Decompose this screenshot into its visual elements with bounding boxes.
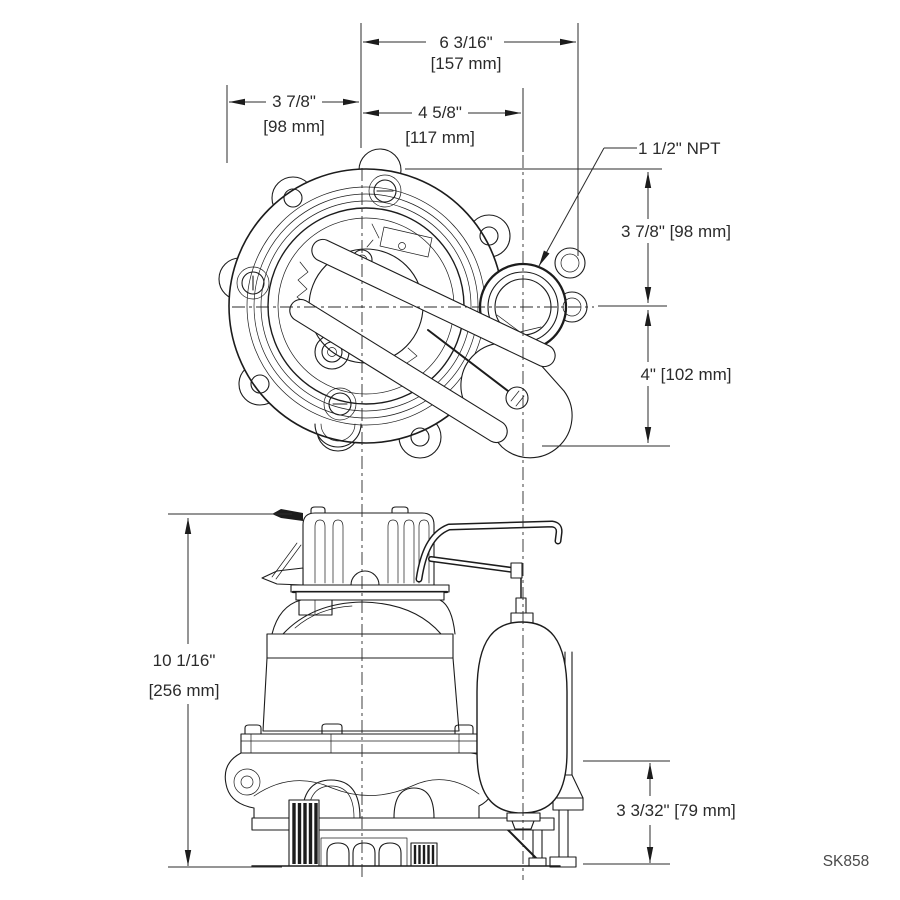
float-arm-top [289, 298, 508, 444]
float-clevis-top [505, 386, 529, 410]
dimension-annotations: 6 3/16" [157 mm] 3 7/8" [98 mm] 4 5/8" [… [149, 23, 736, 868]
dim-top-to-center: 3 7/8" [98 mm] [621, 222, 731, 241]
dim-left-width-in: 3 7/8" [272, 92, 316, 111]
centerlines [232, 155, 594, 880]
dim-overall-width-mm: [157 mm] [431, 54, 502, 73]
cover-screws [236, 174, 402, 448]
dim-base-height: 3 3/32" [79 mm] [616, 801, 735, 820]
volute [224, 723, 496, 819]
bail-handle-top [311, 238, 556, 368]
top-view [218, 148, 588, 459]
motor-cap [261, 506, 435, 586]
motor-shell [262, 657, 460, 732]
dim-overall-height-mm: [256 mm] [149, 681, 220, 700]
float-switch-side [476, 576, 568, 830]
float-rod-top [427, 329, 513, 395]
base-stand [251, 799, 561, 867]
dim-overall-width-in: 6 3/16" [439, 33, 492, 52]
npt-label: 1 1/2" NPT [638, 139, 721, 158]
bail-handle-side [415, 520, 563, 583]
dim-center-width-in: 4 5/8" [418, 103, 462, 122]
ear-lug-holes [250, 188, 499, 447]
side-view [224, 506, 584, 868]
dim-center-width-mm: [117 mm] [405, 128, 475, 147]
seal-flange [290, 584, 450, 616]
dim-left-width-mm: [98 mm] [263, 117, 324, 136]
dim-center-to-float: 4" [102 mm] [640, 365, 731, 384]
drawing-number: SK858 [823, 853, 870, 870]
motor-band [266, 633, 454, 659]
npt-leader [538, 147, 637, 267]
cord-clamp [261, 567, 304, 586]
dimension-arrows [184, 38, 654, 866]
dim-overall-height-in: 10 1/16" [153, 651, 216, 670]
